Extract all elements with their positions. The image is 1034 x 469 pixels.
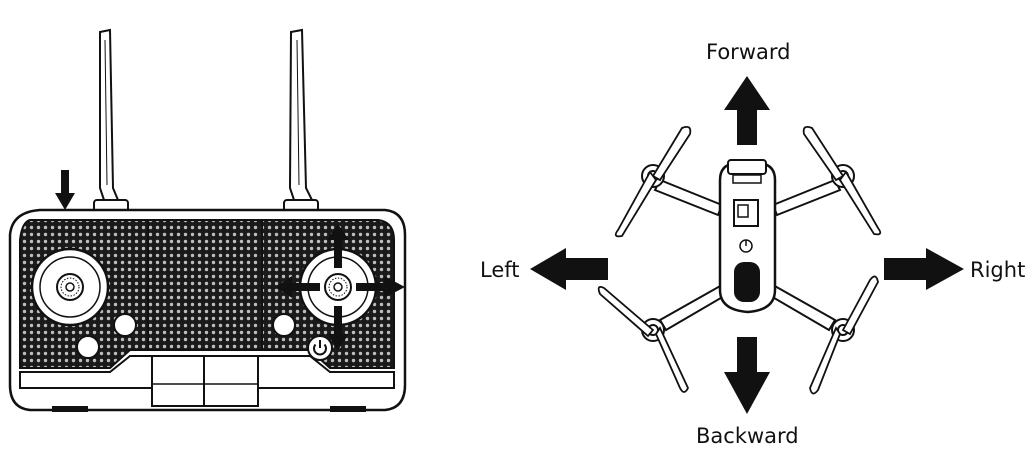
- drone-direction-arrows: [530, 76, 964, 414]
- drone-propellers: [597, 125, 882, 395]
- left-lower-button: [76, 335, 100, 359]
- right-antenna: [283, 28, 319, 213]
- backward-arrow: [724, 337, 770, 414]
- power-button: [307, 335, 333, 361]
- drone-power-icon: [739, 239, 753, 253]
- right-label: Right: [970, 258, 1026, 282]
- left-arrow: [530, 248, 608, 290]
- forward-label: Forward: [706, 40, 791, 64]
- stick-left-arrow: [276, 276, 320, 298]
- remote-controller: [8, 28, 407, 412]
- stick-right-arrow: [356, 276, 405, 298]
- drone-arms: [653, 178, 842, 332]
- left-antenna: [93, 28, 129, 213]
- right-arrow: [884, 248, 964, 290]
- drone-top-view: [597, 125, 882, 395]
- joystick-direction-arrows: [276, 224, 405, 350]
- stick-down-arrow: [327, 306, 349, 350]
- takeoff-down-arrow: [55, 170, 75, 210]
- drone-battery-grip: [734, 262, 760, 302]
- left-label: Left: [480, 258, 520, 282]
- forward-arrow: [724, 76, 770, 145]
- stick-up-arrow: [327, 224, 349, 268]
- right-upper-button: [272, 313, 296, 337]
- backward-label: Backward: [696, 424, 799, 448]
- left-joystick: [30, 247, 110, 327]
- left-upper-button: [113, 313, 137, 337]
